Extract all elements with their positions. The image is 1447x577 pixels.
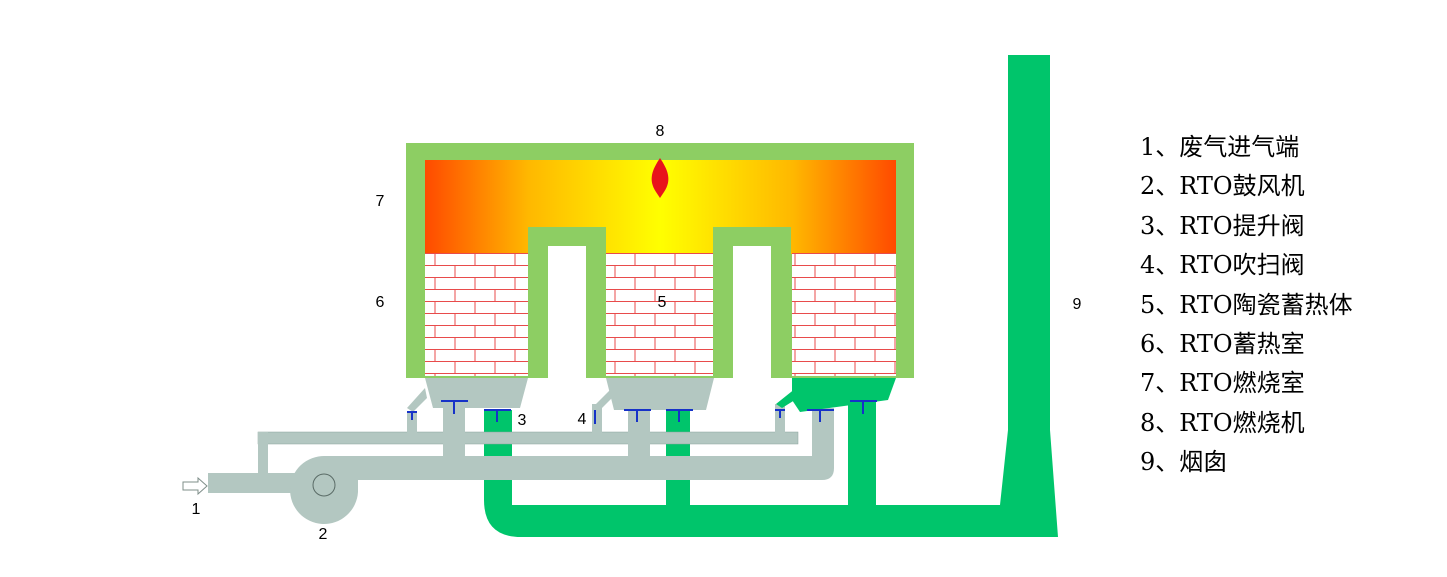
label-8: 8 <box>656 123 665 140</box>
chimney <box>1000 55 1058 537</box>
label-2: 2 <box>319 526 328 543</box>
purge-valve-icon <box>407 409 785 424</box>
legend-item: 4、RTO吹扫阀 <box>1140 251 1305 280</box>
legend-item: 2、RTO鼓风机 <box>1140 172 1305 201</box>
legend-item: 9、烟囱 <box>1140 448 1228 477</box>
label-7: 7 <box>376 193 385 210</box>
ceramic-bed <box>425 253 896 376</box>
legend-item: 5、RTO陶瓷蓄热体 <box>1140 290 1353 319</box>
legend-item: 8、RTO燃烧机 <box>1140 408 1305 437</box>
blower-fan <box>290 455 358 524</box>
label-9: 9 <box>1073 296 1082 313</box>
lift-valve-icon <box>441 400 877 422</box>
label-5: 5 <box>658 294 667 311</box>
legend-item: 3、RTO提升阀 <box>1140 211 1305 240</box>
label-3: 3 <box>518 412 527 429</box>
inlet-arrow-icon <box>182 476 208 496</box>
legend-item: 6、RTO蓄热室 <box>1140 329 1305 358</box>
flame-icon <box>651 158 669 198</box>
label-1: 1 <box>192 501 201 518</box>
label-6: 6 <box>376 294 385 311</box>
legend-item: 1、废气进气端 <box>1140 133 1300 161</box>
label-4: 4 <box>578 411 587 428</box>
legend: 1、废气进气端 2、RTO鼓风机 3、RTO提升阀 4、RTO吹扫阀 5、RTO… <box>1140 128 1353 483</box>
partition-wall <box>528 227 791 378</box>
legend-item: 7、RTO燃烧室 <box>1140 369 1305 398</box>
hopper <box>407 378 896 412</box>
